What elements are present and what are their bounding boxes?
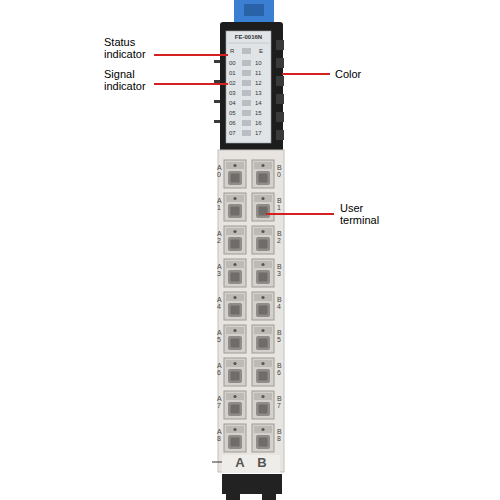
- channel-number: 16: [255, 120, 262, 126]
- channel-number: 00: [229, 60, 236, 66]
- leader-lines: [154, 55, 334, 214]
- channel-number: 02: [229, 80, 236, 86]
- terminal-label: A2: [217, 230, 221, 244]
- terminal-label: B5: [277, 329, 281, 343]
- status-led-label: E: [259, 48, 263, 54]
- terminal-label: A1: [217, 197, 221, 211]
- terminal-label: B7: [277, 395, 281, 409]
- terminal-label: A7: [217, 395, 221, 409]
- terminal-label: A6: [217, 362, 221, 376]
- terminal-label: B0: [277, 164, 281, 178]
- channel-number: 10: [255, 60, 262, 66]
- callout-label: Signal indicator: [104, 68, 152, 92]
- housing-top: [220, 22, 283, 152]
- channel-number: 17: [255, 130, 262, 136]
- row-label: B: [257, 456, 266, 470]
- terminal-label: A3: [217, 263, 221, 277]
- terminal-label: A4: [217, 296, 221, 310]
- channel-number: 01: [229, 70, 236, 76]
- channel-number: 04: [229, 100, 236, 106]
- terminal-label: A0: [217, 164, 221, 178]
- callout-label: Color: [335, 68, 361, 80]
- channel-number: 05: [229, 110, 236, 116]
- terminal-label: A5: [217, 329, 221, 343]
- terminal-blocks: [224, 160, 274, 452]
- terminal-label: B3: [277, 263, 281, 277]
- terminal-body: [218, 150, 284, 472]
- terminal-label: B4: [277, 296, 281, 310]
- status-led-label: R: [230, 48, 234, 54]
- terminal-label: A8: [217, 428, 221, 442]
- label-panel: [226, 31, 271, 143]
- channel-number: 12: [255, 80, 262, 86]
- channel-number: 13: [255, 90, 262, 96]
- callout-label: User terminal: [340, 202, 390, 226]
- channel-number: 06: [229, 120, 236, 126]
- callout-label: Status indicator: [104, 36, 152, 60]
- terminal-label: B1: [277, 197, 281, 211]
- row-label: A: [235, 456, 244, 470]
- base: [222, 474, 282, 494]
- channel-number: 03: [229, 90, 236, 96]
- terminal-label: B2: [277, 230, 281, 244]
- channel-number: 14: [255, 100, 262, 106]
- terminal-label: B6: [277, 362, 281, 376]
- terminal-label: B8: [277, 428, 281, 442]
- channel-number: 07: [229, 130, 236, 136]
- channel-number: 15: [255, 110, 262, 116]
- channel-number: 11: [255, 70, 261, 76]
- module-name: FE-0016N: [235, 34, 262, 40]
